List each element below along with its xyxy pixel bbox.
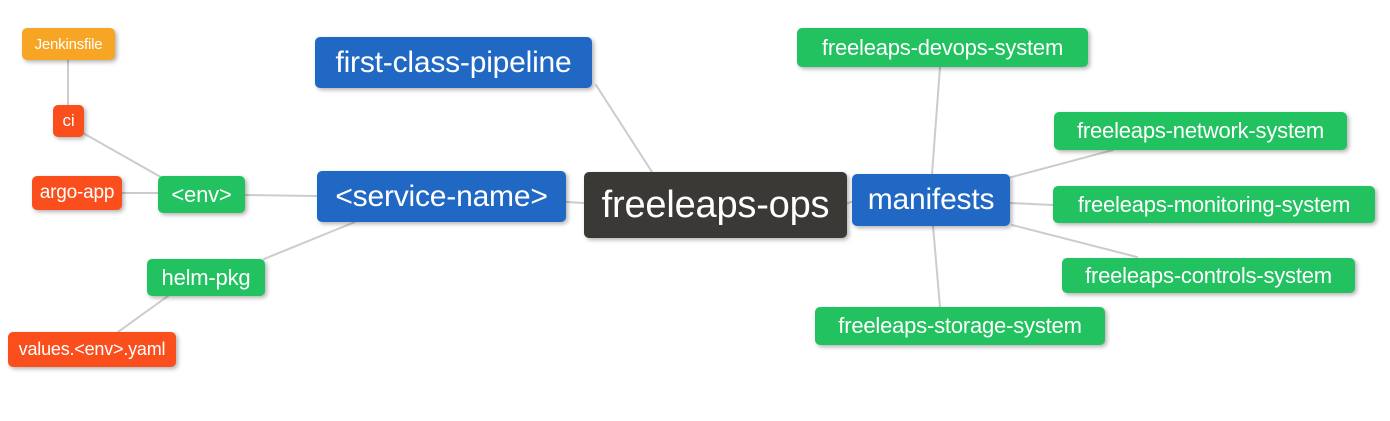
- edge-manifests-controls-system: [1011, 224, 1138, 258]
- node-env[interactable]: <env>: [158, 176, 245, 213]
- node-monitoring-system[interactable]: freeleaps-monitoring-system: [1053, 186, 1375, 223]
- edge-devops-system-manifests: [931, 66, 941, 175]
- edge-manifests-monitoring-system: [1009, 202, 1054, 206]
- node-argo-app[interactable]: argo-app: [32, 176, 122, 210]
- node-first-class-pipeline[interactable]: first-class-pipeline: [315, 37, 592, 88]
- node-values-env-yaml[interactable]: values.<env>.yaml: [8, 332, 176, 367]
- node-freeleaps-ops[interactable]: freeleaps-ops: [584, 172, 847, 238]
- node-jenkinsfile[interactable]: Jenkinsfile: [22, 28, 115, 60]
- edge-first-class-pipeline-freeleaps-ops: [595, 84, 653, 173]
- edge-ci-env: [82, 132, 167, 181]
- node-network-system[interactable]: freeleaps-network-system: [1054, 112, 1347, 150]
- edge-manifests-storage-system: [932, 225, 941, 308]
- edge-service-name-freeleaps-ops: [565, 201, 585, 204]
- edge-manifests-network-system: [1007, 149, 1114, 179]
- node-ci[interactable]: ci: [53, 105, 84, 137]
- node-service-name[interactable]: <service-name>: [317, 171, 566, 222]
- edge-env-service-name: [244, 194, 318, 197]
- edge-service-name-helm-pkg: [263, 221, 356, 260]
- node-storage-system[interactable]: freeleaps-storage-system: [815, 307, 1105, 345]
- node-controls-system[interactable]: freeleaps-controls-system: [1062, 258, 1355, 293]
- node-manifests[interactable]: manifests: [852, 174, 1010, 226]
- node-devops-system[interactable]: freeleaps-devops-system: [797, 28, 1088, 67]
- node-helm-pkg[interactable]: helm-pkg: [147, 259, 265, 296]
- edge-helm-pkg-values-env-yaml: [117, 295, 169, 333]
